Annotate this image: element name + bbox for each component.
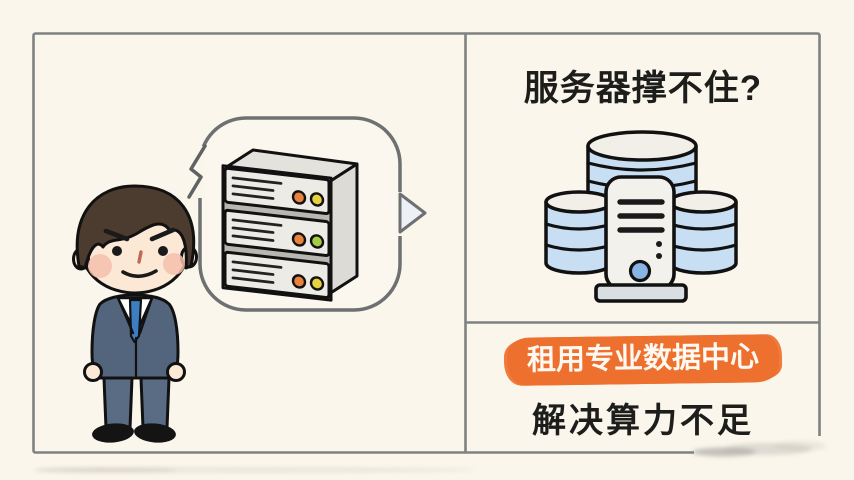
database-cluster-icon <box>544 130 738 303</box>
tower-slots <box>617 199 665 233</box>
paper-smear-bottom-left <box>33 467 475 473</box>
man-shoe-right <box>134 423 176 443</box>
server-rack-icon <box>221 148 359 302</box>
led-light <box>309 276 325 291</box>
eraser-smudge <box>692 436 826 459</box>
man-lapels <box>116 296 154 335</box>
tower-dot <box>656 241 662 247</box>
rack-unit-vents <box>231 260 283 284</box>
led-light <box>309 192 325 207</box>
man-cheek-left <box>88 254 112 278</box>
outer-border <box>32 32 821 454</box>
db-cylinder-right <box>668 190 738 275</box>
man-cheek-right <box>163 253 185 275</box>
db-cylinder-left <box>544 190 614 275</box>
led-light <box>291 232 307 247</box>
man-nose <box>137 250 143 264</box>
server-tower <box>594 175 688 303</box>
man-brow-left <box>103 228 130 242</box>
power-button-icon <box>628 259 652 283</box>
man-leg-right <box>139 376 171 430</box>
man-brow-right <box>149 227 176 242</box>
led-light <box>309 234 325 249</box>
rack-unit-3 <box>223 250 331 300</box>
db-top <box>668 190 738 214</box>
rack-unit-vents <box>231 176 283 200</box>
man-hair <box>75 184 196 270</box>
frustrated-man <box>72 184 198 443</box>
panel-frame <box>32 32 821 454</box>
tower-base <box>594 283 688 303</box>
man-eye-left <box>112 246 122 256</box>
db-top <box>544 190 614 214</box>
smudge-streak <box>774 441 826 451</box>
led-light <box>291 190 307 205</box>
man-leg-left <box>102 376 134 430</box>
rack-unit-vents <box>231 218 283 242</box>
tower-dot <box>656 253 662 259</box>
man-hand-left <box>83 362 103 382</box>
db-top <box>586 130 698 162</box>
man-shoe-left <box>92 423 134 443</box>
db-bands <box>668 222 738 252</box>
rack-unit-2 <box>223 208 331 258</box>
bubble-zigzag-tail <box>187 144 207 199</box>
man-mouth-frown <box>121 269 158 279</box>
arrow-right-icon <box>398 192 427 234</box>
speech-bubble <box>187 116 427 312</box>
rack-side-face <box>327 162 359 296</box>
rack-unit-1 <box>223 166 331 216</box>
man-hand-right <box>166 362 186 382</box>
man-tie <box>128 298 143 344</box>
man-eye-right <box>158 246 168 256</box>
led-light <box>291 274 307 289</box>
